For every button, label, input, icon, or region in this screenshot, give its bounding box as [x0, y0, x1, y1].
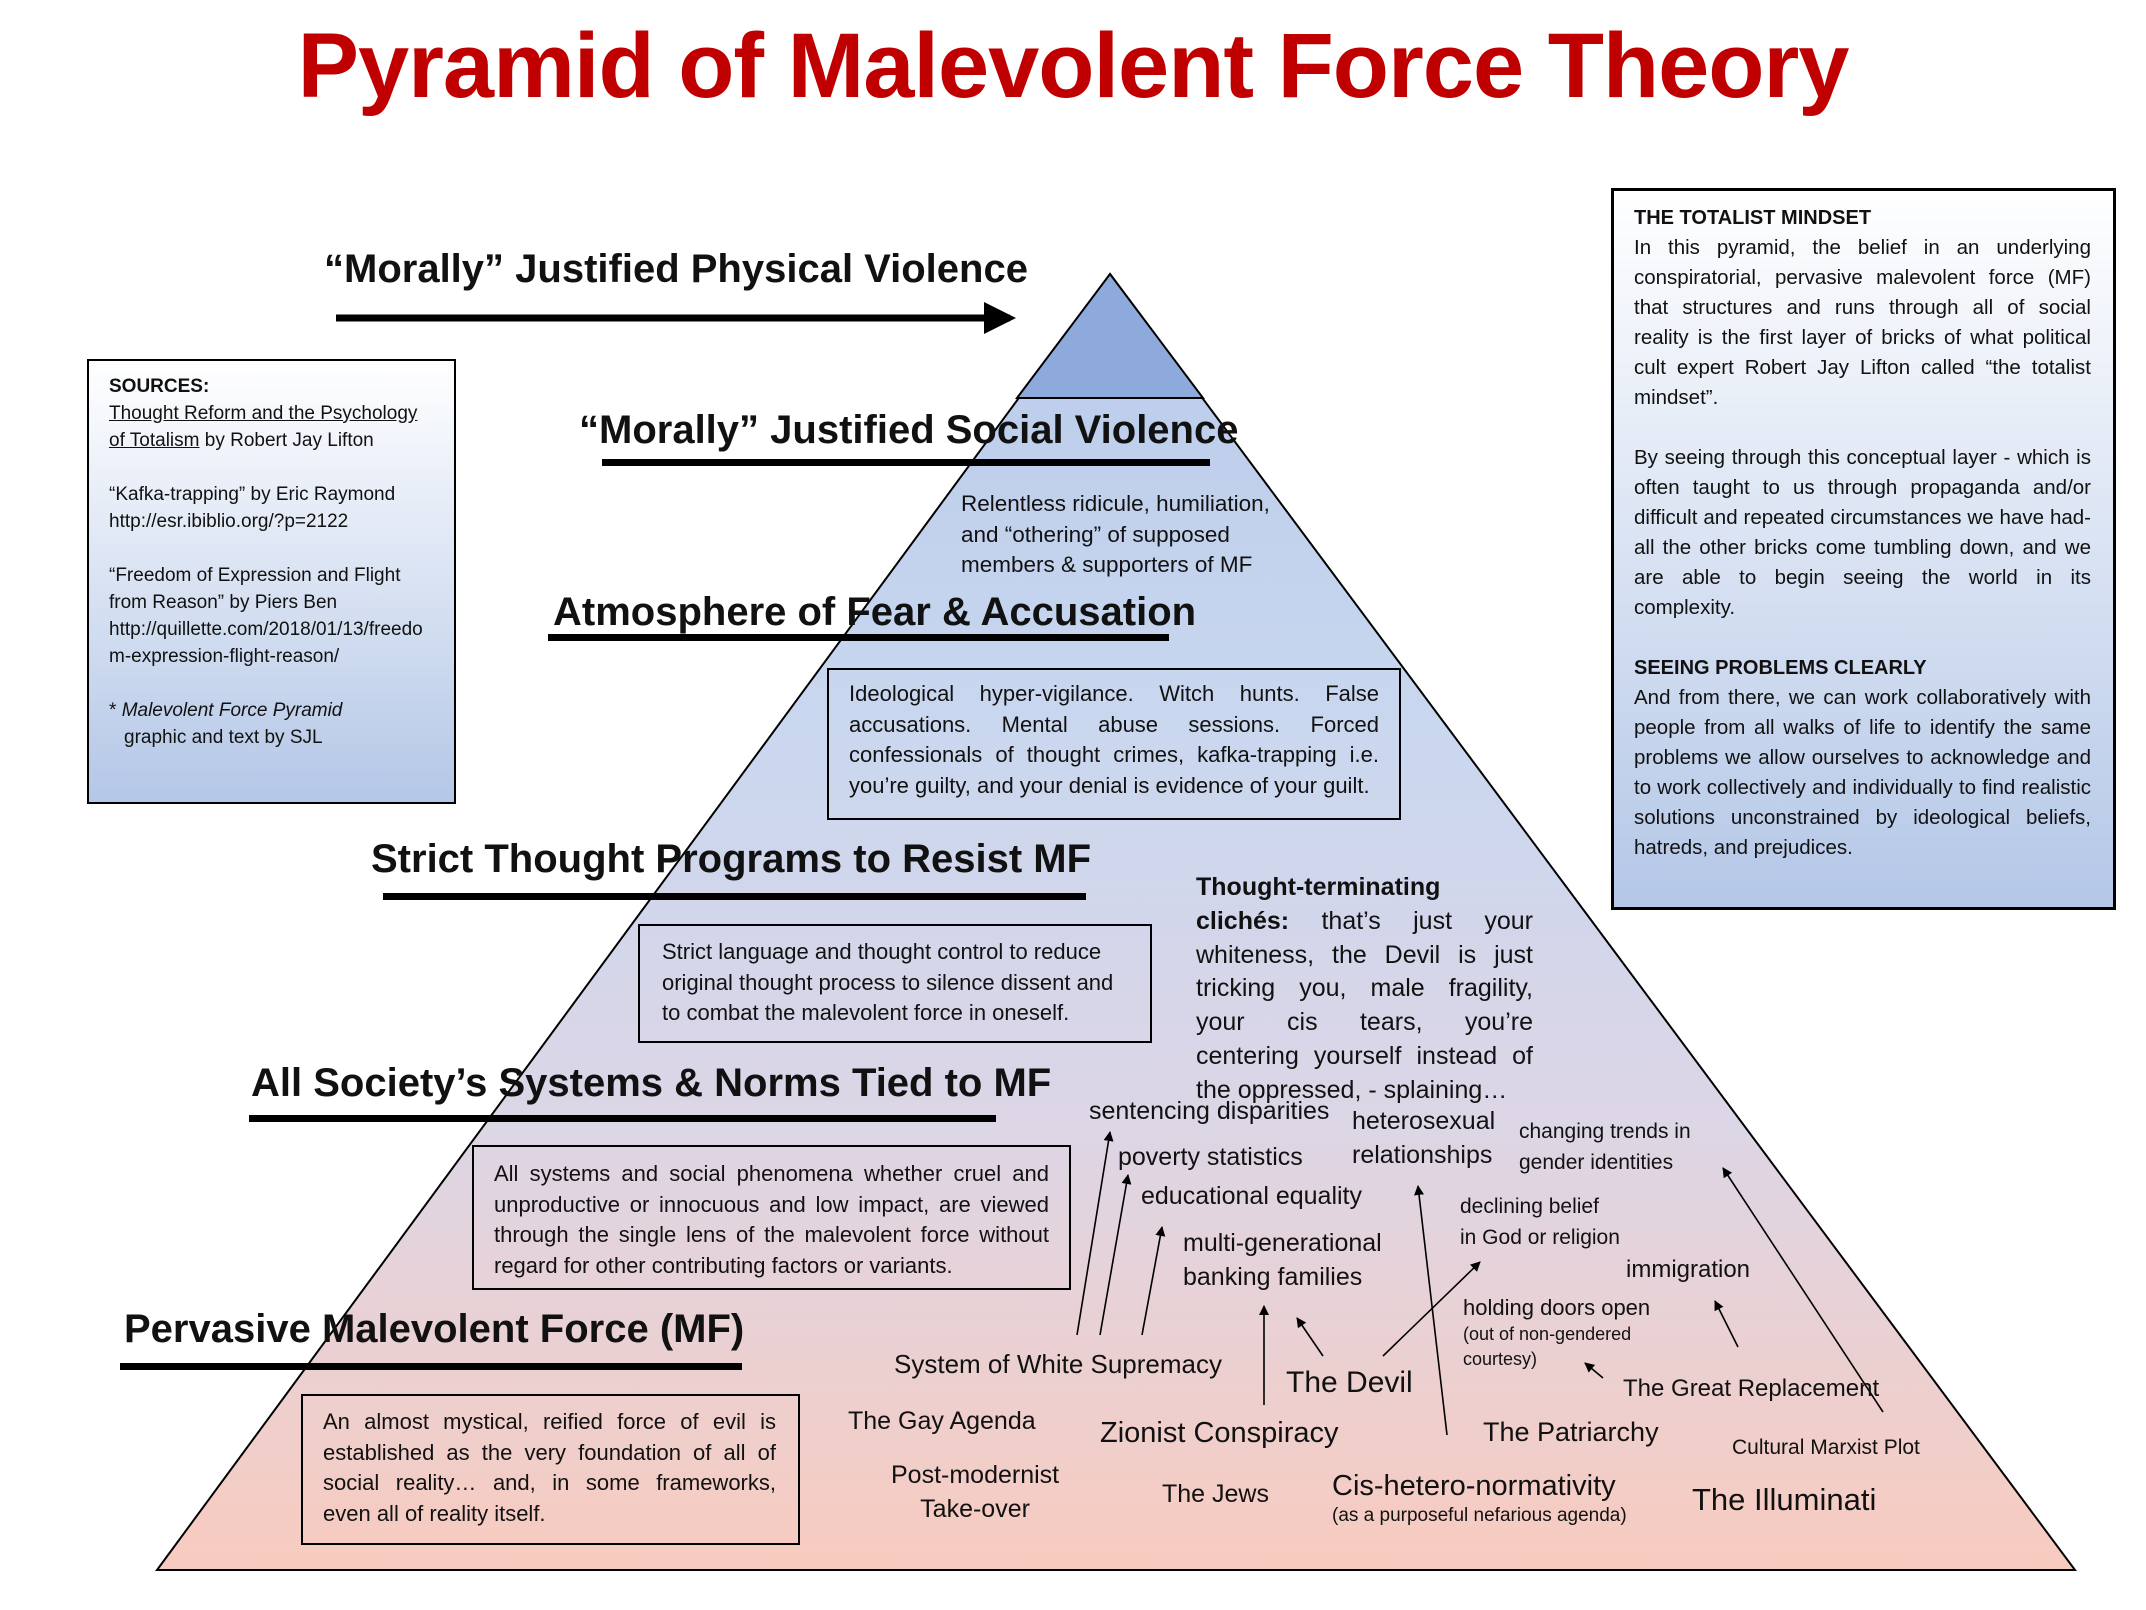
rule-mf	[120, 1363, 742, 1370]
rule-social-violence	[602, 459, 1210, 466]
phenomenon-education: educational equality	[1141, 1182, 1362, 1210]
heading-fear: Atmosphere of Fear & Accusation	[553, 590, 1197, 634]
arrow-doors	[1584, 1362, 1604, 1379]
phenomenon-religion-line: declining belief	[1460, 1195, 1599, 1218]
force-illuminati: The Illuminati	[1692, 1482, 1877, 1517]
force-white-supremacy: System of White Supremacy	[894, 1349, 1222, 1379]
force-marxist: Cultural Marxist Plot	[1732, 1436, 1920, 1459]
fear-desc-box: Ideological hyper-vigilance. Witch hunts…	[827, 668, 1401, 820]
source-ref-3-url: http://quillette.com/2018/01/13/freedom-…	[109, 619, 423, 667]
arrow-gender	[1722, 1167, 1884, 1413]
source-ref-1-title: Thought Reform and the Psychology of Tot…	[109, 403, 418, 451]
phenomenon-religion: declining belief in God or religion	[1460, 1191, 1620, 1253]
arrow-hetero	[1414, 1185, 1448, 1436]
cliches-text: that’s just your whiteness, the Devil is…	[1196, 906, 1534, 1104]
source-ref-3: “Freedom of Expression and Flight from R…	[109, 565, 401, 613]
force-gay-agenda: The Gay Agenda	[848, 1407, 1036, 1435]
sources-box: SOURCES: Thought Reform and the Psycholo…	[87, 359, 456, 804]
arrow-devil-banking	[1296, 1317, 1324, 1357]
heading-mf: Pervasive Malevolent Force (MF)	[124, 1307, 745, 1351]
arrow-poverty	[1099, 1174, 1132, 1336]
physical-violence-arrowhead	[984, 302, 1016, 334]
sidebar-heading-problems: SEEING PROBLEMS CLEARLY	[1634, 657, 1927, 679]
phenomenon-doors-line: holding doors open	[1463, 1295, 1651, 1320]
force-cishet-note: (as a purposeful nefarious agenda)	[1332, 1505, 1627, 1526]
sources-heading: SOURCES:	[109, 376, 210, 397]
phenomenon-doors-note-line: (out of non-gendered	[1463, 1324, 1632, 1344]
phenomenon-banking: multi-generational banking families	[1183, 1226, 1382, 1294]
phenomenon-sentencing: sentencing disparities	[1089, 1097, 1330, 1125]
page-title: Pyramid of Malevolent Force Theory	[297, 15, 1850, 117]
phenomenon-religion-line: in God or religion	[1460, 1226, 1620, 1249]
sources-box-bg	[87, 359, 454, 802]
social-violence-desc-line: and “othering” of supposed	[961, 521, 1230, 547]
heading-physical-violence: “Morally” Justified Physical Violence	[324, 247, 1028, 291]
force-jews: The Jews	[1162, 1480, 1269, 1508]
force-postmodernist: Post-modernist Take-over	[891, 1458, 1059, 1526]
force-postmodernist-line: Take-over	[920, 1495, 1030, 1523]
social-violence-desc: Relentless ridicule, humiliation, and “o…	[961, 489, 1270, 581]
force-cishet-line: Cis-hetero-normativity	[1332, 1470, 1616, 1502]
phenomenon-poverty: poverty statistics	[1118, 1143, 1303, 1171]
phenomenon-gender-line: changing trends in	[1519, 1120, 1691, 1143]
source-credit-title: Malevolent Force Pyramid	[121, 700, 343, 721]
thought-desc-text: Strict language and thought control to r…	[662, 939, 1114, 1025]
arrow-sentencing	[1076, 1131, 1114, 1336]
source-ref-2: “Kafka-trapping” by Eric Raymond	[109, 484, 396, 505]
source-credit: * Malevolent Force Pyramid	[109, 697, 438, 724]
heading-social-violence: “Morally” Justified Social Violence	[579, 408, 1239, 452]
force-postmodernist-line: Post-modernist	[891, 1461, 1060, 1489]
force-devil: The Devil	[1286, 1366, 1413, 1399]
fear-desc-text: Ideological hyper-vigilance. Witch hunts…	[849, 681, 1379, 798]
source-ref-2-url: http://esr.ibiblio.org/?p=2122	[109, 511, 349, 532]
rule-fear	[548, 634, 1169, 641]
systems-desc-text: All systems and social phenomena whether…	[494, 1161, 1049, 1278]
sidebar-box-bg	[1611, 189, 2113, 908]
social-violence-desc-line: Relentless ridicule, humiliation,	[961, 491, 1270, 516]
force-cishet: Cis-hetero-normativity (as a purposeful …	[1332, 1469, 1627, 1529]
mf-desc-text: An almost mystical, reified force of evi…	[323, 1409, 776, 1526]
force-zionist: Zionist Conspiracy	[1100, 1417, 1339, 1449]
cliches-block: Thought-terminating clichés: that’s just…	[1196, 871, 1533, 1108]
systems-desc-box: All systems and social phenomena whether…	[472, 1145, 1071, 1290]
phenomenon-banking-line: multi-generational	[1183, 1229, 1382, 1257]
mf-desc-box: An almost mystical, reified force of evi…	[301, 1394, 800, 1545]
phenomenon-immigration: immigration	[1626, 1256, 1751, 1283]
heading-systems: All Society’s Systems & Norms Tied to MF	[251, 1061, 1052, 1105]
source-ref-1-author: by Robert Jay Lifton	[199, 430, 374, 451]
phenomenon-hetero-line: relationships	[1352, 1141, 1493, 1169]
arrow-education	[1141, 1226, 1166, 1336]
force-replacement: The Great Replacement	[1623, 1375, 1880, 1402]
phenomenon-doors-note-line: courtesy)	[1463, 1349, 1538, 1369]
rule-thought	[383, 893, 1086, 900]
totalist-sidebar: THE TOTALIST MINDSET In this pyramid, th…	[1611, 188, 2116, 910]
force-patriarchy: The Patriarchy	[1483, 1417, 1659, 1447]
thought-desc-box: Strict language and thought control to r…	[638, 924, 1152, 1043]
phenomenon-doors: holding doors open (out of non-gendered …	[1463, 1294, 1650, 1372]
sidebar-heading-totalist: THE TOTALIST MINDSET	[1634, 207, 1872, 229]
source-credit-star: *	[109, 700, 122, 721]
pyramid-apex	[1015, 272, 1205, 399]
social-violence-desc-line: members & supporters of MF	[961, 552, 1253, 577]
phenomenon-hetero: heterosexual relationships	[1352, 1104, 1495, 1172]
phenomenon-gender: changing trends in gender identities	[1519, 1116, 1691, 1178]
source-ref-1: Thought Reform and the Psychology of Tot…	[109, 400, 438, 454]
heading-thought: Strict Thought Programs to Resist MF	[371, 837, 1092, 881]
sidebar-paragraph: In this pyramid, the belief in an underl…	[1634, 236, 2091, 409]
cliches-label: Thought-terminating clichés:	[1196, 873, 1441, 935]
arrow-immigration	[1714, 1300, 1739, 1348]
arrow-religion	[1382, 1261, 1481, 1357]
pyramid-body	[155, 272, 2077, 1571]
sidebar-paragraph: And from there, we can work collaborativ…	[1634, 686, 2091, 859]
phenomenon-banking-line: banking families	[1183, 1263, 1363, 1291]
rule-systems	[249, 1115, 996, 1122]
phenomenon-hetero-line: heterosexual	[1352, 1107, 1496, 1135]
source-credit-rest: graphic and text by SJL	[124, 727, 323, 748]
sidebar-paragraph: By seeing through this conceptual layer …	[1634, 446, 2091, 619]
phenomenon-gender-line: gender identities	[1519, 1151, 1674, 1174]
phenomenon-doors-note: (out of non-gendered courtesy)	[1463, 1322, 1650, 1372]
